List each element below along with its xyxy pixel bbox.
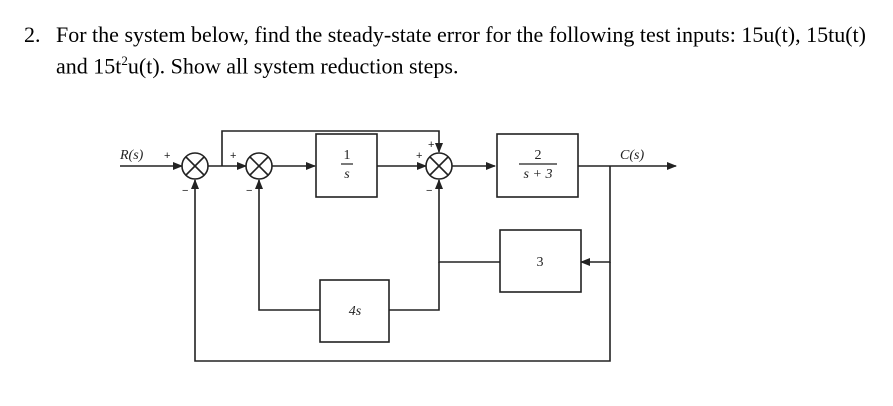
summing-junction-3 (425, 152, 453, 180)
summing-junction-1 (181, 152, 209, 180)
summing-junction-2 (245, 152, 273, 180)
integrator-denominator: s (344, 167, 350, 182)
forward-denominator: s + 3 (524, 167, 553, 182)
rate-feedback-gain: 4s (349, 304, 362, 319)
integrator-block (315, 133, 378, 198)
rate-feedback-line-out (255, 179, 320, 311)
question-line-2-pre: and 15t (56, 53, 122, 79)
question-number: 2. (24, 22, 41, 47)
sum2-input-sign: + (230, 150, 236, 162)
integrator-numerator: 1 (344, 148, 351, 163)
feedforward-line (221, 130, 443, 166)
unity-feedback-line (191, 179, 611, 362)
sum3-input-sign: + (416, 150, 422, 162)
question-line-2-post: u(t). Show all system reduction steps. (127, 53, 459, 79)
sum3-top-sign: + (428, 139, 434, 151)
question-line-2: and 15t2u(t). Show all system reduction … (56, 48, 458, 79)
inner-feedback-line-in (580, 166, 611, 266)
forward-numerator: 2 (535, 148, 542, 163)
sum3-feedback-sign: − (426, 185, 432, 197)
sum2-feedback-sign: − (246, 185, 252, 197)
sum1-input-sign: + (164, 150, 170, 162)
forward-block (496, 133, 579, 198)
rate-feedback-line-in (389, 262, 440, 311)
sum1-feedback-sign: − (182, 185, 188, 197)
rate-feedback-block (319, 279, 390, 343)
input-label: R(s) (119, 148, 144, 163)
output-label: C(s) (620, 148, 644, 163)
question-exponent: 2 (121, 53, 128, 68)
inner-feedback-line-out (435, 179, 500, 263)
question-line-1: For the system below, find the steady-st… (56, 22, 866, 47)
inner-feedback-gain: 3 (537, 255, 544, 270)
inner-feedback-block (499, 229, 582, 293)
